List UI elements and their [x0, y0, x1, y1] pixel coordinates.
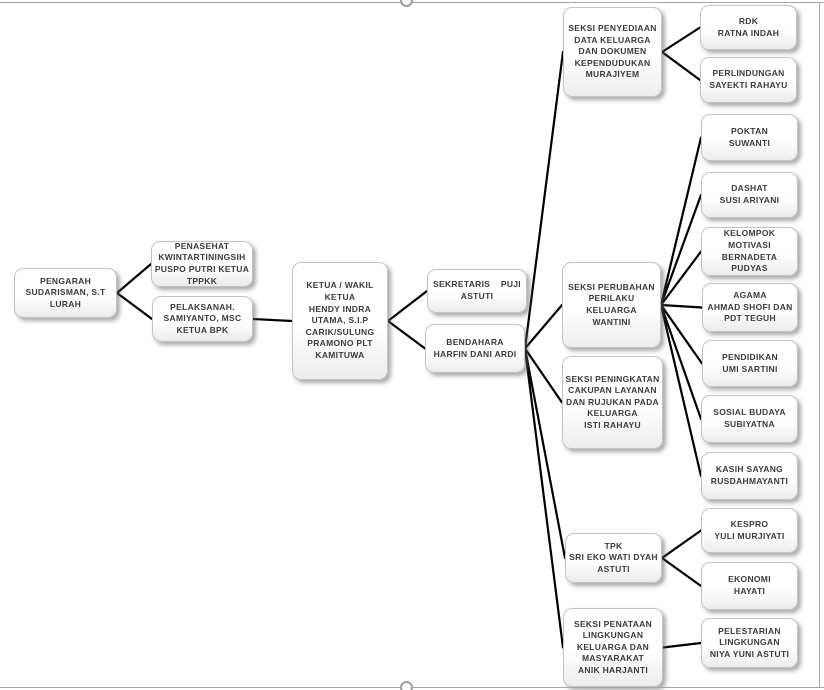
org-node-kasih-sayang[interactable]: KASIH SAYANG RUSDAHMAYANTI	[701, 452, 798, 500]
connector-line	[523, 347, 567, 560]
connector-line	[115, 291, 154, 321]
org-node-seksi-peningkatan[interactable]: SEKSI PENINGKATAN CAKUPAN LAYANAN DAN RU…	[562, 356, 663, 449]
connector-line	[523, 303, 564, 350]
connector-line	[115, 262, 153, 295]
connector-line	[386, 319, 427, 350]
canvas-border-right	[819, 2, 820, 687]
org-node-agama[interactable]: AGAMA AHMAD SHOFI DAN PDT TEGUH	[702, 283, 798, 332]
connector-line	[523, 50, 565, 350]
connector-line	[659, 303, 703, 421]
connector-line	[251, 317, 294, 323]
org-node-seksi-penataan[interactable]: SEKSI PENATAAN LINGKUNGAN KELUARGA DAN M…	[563, 608, 663, 687]
org-node-pengarah[interactable]: PENGARAH SUDARISMAN, S.T LURAH	[14, 268, 117, 318]
org-node-bendahara[interactable]: BENDAHARA HARFIN DANI ARDI	[425, 324, 525, 373]
connector-line	[659, 303, 704, 365]
org-node-sekretaris[interactable]: SEKRETARIS PUJI ASTUTI	[427, 269, 527, 313]
canvas-resize-handle-bottom[interactable]	[400, 681, 413, 690]
connector-line	[386, 289, 429, 323]
org-node-seksi-perubahan[interactable]: SEKSI PERUBAHAN PERILAKU KELUARGA WANTIN…	[562, 262, 661, 348]
connector-line	[660, 556, 703, 588]
org-node-pelestarian[interactable]: PELESTARIAN LINGKUNGAN NIYA YUNI ASTUTI	[701, 618, 798, 668]
connector-line	[659, 303, 704, 309]
org-node-pelaksanah[interactable]: PELAKSANAH. SAMIYANTO, MSC KETUA BPK	[152, 296, 253, 342]
connector-line	[659, 303, 703, 478]
org-node-kespro[interactable]: KESPRO YULI MURJIYATI	[701, 508, 798, 553]
canvas-resize-handle-top[interactable]	[400, 0, 413, 7]
connector-line	[523, 347, 565, 649]
org-node-sosial-budaya[interactable]: SOSIAL BUDAYA SUBIYATNA	[701, 395, 798, 443]
connector-line	[661, 641, 703, 649]
connector-line	[659, 250, 703, 307]
org-node-penasehat[interactable]: PENASEHAT KWINTARTININGSIH PUSPO PUTRI K…	[151, 241, 253, 287]
org-node-tpk[interactable]: TPK SRI EKO WATI DYAH ASTUTI	[565, 533, 662, 583]
connector-line	[523, 347, 564, 404]
org-node-seksi-penyediaan[interactable]: SEKSI PENYEDIAAN DATA KELUARGA DAN DOKUM…	[563, 7, 662, 97]
connector-line	[659, 193, 703, 307]
connector-line	[660, 26, 702, 54]
org-node-dashat[interactable]: DASHAT SUSI ARIYANI	[701, 172, 798, 218]
connector-line	[660, 50, 702, 82]
org-node-rdk[interactable]: RDK RATNA INDAH	[700, 5, 797, 50]
org-node-kelompok-motivasi[interactable]: KELOMPOK MOTIVASI BERNADETA PUDYAS	[701, 227, 798, 276]
connector-line	[660, 529, 703, 560]
org-node-poktan[interactable]: POKTAN SUWANTI	[701, 114, 798, 161]
connector-line	[659, 136, 703, 307]
org-node-perlindungan[interactable]: PERLINDUNGAN SAYEKTI RAHAYU	[700, 57, 797, 103]
org-node-pendidikan[interactable]: PENDIDIKAN UMI SARTINI	[702, 340, 798, 387]
org-node-ketua[interactable]: KETUA / WAKIL KETUA HENDY INDRA UTAMA, S…	[292, 262, 388, 380]
org-node-ekonomi[interactable]: EKONOMI HAYATI	[701, 562, 798, 610]
